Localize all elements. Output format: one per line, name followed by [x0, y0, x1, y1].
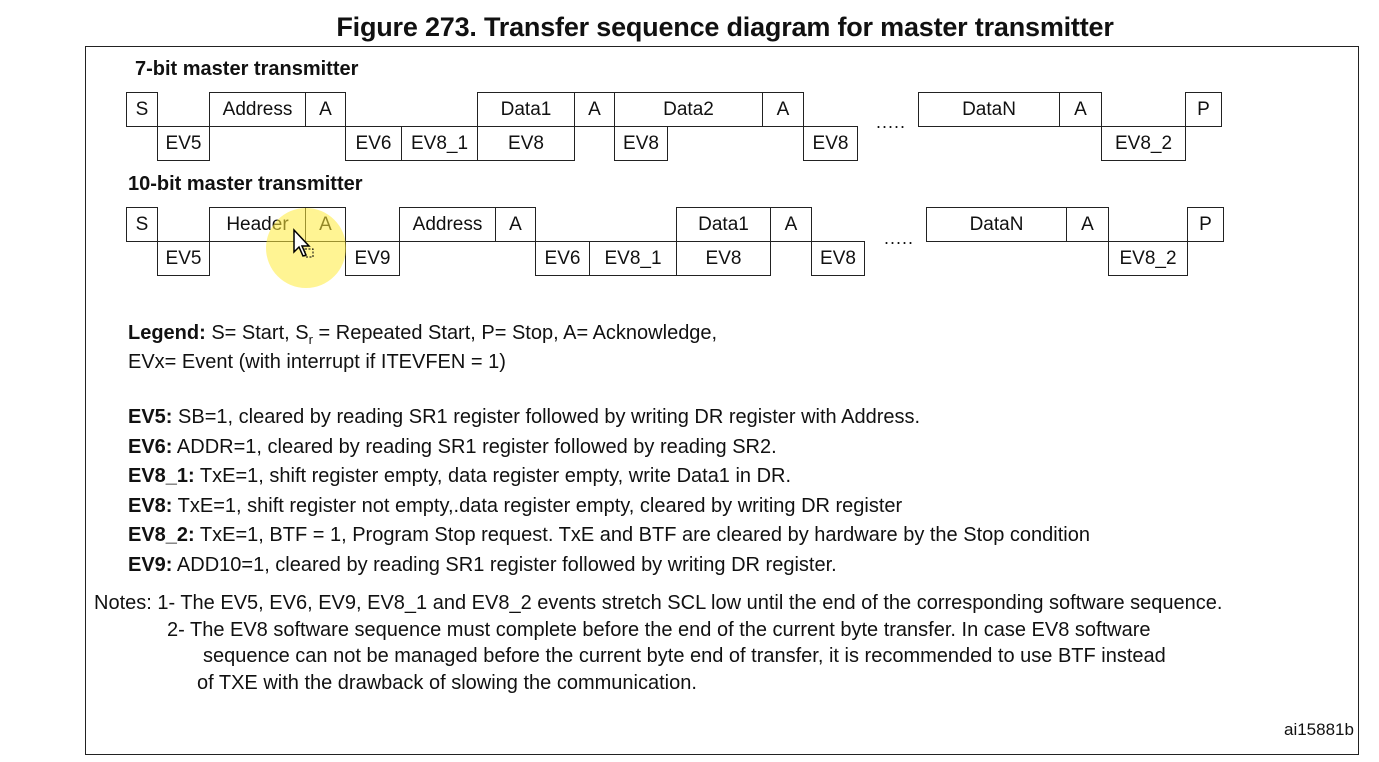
seq10-cell-ack: A — [1066, 207, 1109, 242]
seq10-cell-data1: Data1 — [676, 207, 771, 242]
seq10-cell-ack: A — [770, 207, 812, 242]
seq7-event: EV8_2 — [1101, 126, 1186, 161]
note-2-cont: sequence can not be managed before the c… — [203, 645, 1166, 667]
seq7-cell-datan: DataN — [918, 92, 1060, 127]
event-ev8-2: EV8_2: TxE=1, BTF = 1, Program Stop requ… — [128, 521, 1090, 551]
event-desc: ADDR=1, cleared by reading SR1 register … — [172, 435, 777, 458]
legend-line-1: Legend: S= Start, Sr = Repeated Start, P… — [128, 322, 717, 351]
event-ev9: EV9: ADD10=1, cleared by reading SR1 reg… — [128, 551, 1090, 581]
figure-ref-id: ai15881b — [1284, 720, 1354, 739]
seq7-cell-ack: A — [305, 92, 346, 127]
event-name: EV6: — [128, 435, 173, 458]
mouse-pointer-icon — [293, 228, 314, 258]
seq10-cell-stop: P — [1187, 207, 1224, 242]
cursor-highlight — [266, 208, 346, 288]
legend-text-b: = Repeated Start, P= Stop, A= Acknowledg… — [312, 322, 718, 344]
note-2-cont: of TXE with the drawback of slowing the … — [197, 671, 697, 694]
seq10-cell-start: S — [126, 207, 158, 242]
seq7-event: EV8 — [803, 126, 858, 161]
seq7-cell-address: Address — [209, 92, 306, 127]
seq7-cell-stop: P — [1185, 92, 1222, 127]
seq7-cell-start: S — [126, 92, 158, 127]
seq7-event: EV8 — [614, 126, 668, 161]
seq10-cell-ack: A — [495, 207, 536, 242]
legend-text-a: S= Start, S — [205, 322, 309, 344]
seq10-event: EV9 — [345, 241, 400, 276]
notes: Notes: 1- The EV5, EV6, EV9, EV8_1 and E… — [94, 590, 1222, 696]
event-name: EV5: — [128, 406, 173, 428]
event-desc: TxE=1, shift register not empty,.data re… — [172, 494, 903, 517]
event-ev8: EV8: TxE=1, shift register not empty,.da… — [128, 492, 1090, 522]
legend-line-2: EVx= Event (with interrupt if ITEVFEN = … — [128, 351, 506, 373]
seq10-event: EV5 — [157, 241, 210, 276]
event-desc: ADD10=1, cleared by reading SR1 register… — [172, 553, 837, 576]
seq7-cell-data2: Data2 — [614, 92, 763, 127]
note-1: Notes: 1- The EV5, EV6, EV9, EV8_1 and E… — [94, 592, 1223, 614]
seq7-cell-ack: A — [1059, 92, 1102, 127]
seq10-ellipsis: ..... — [884, 228, 915, 248]
seq10-event: EV8 — [811, 241, 865, 276]
seq10-cell-address: Address — [399, 207, 496, 242]
seq7-ellipsis: ..... — [876, 112, 907, 132]
seq7-event: EV6 — [345, 126, 402, 161]
seq10-event: EV6 — [535, 241, 590, 276]
legend-label: Legend: — [128, 322, 206, 344]
figure-title: Figure 273. Transfer sequence diagram fo… — [336, 12, 1114, 42]
event-list: EV5: SB=1, cleared by reading SR1 regist… — [128, 403, 1090, 581]
seq7-label: 7-bit master transmitter — [135, 58, 359, 80]
seq7-event: EV5 — [157, 126, 210, 161]
seq10-event: EV8 — [676, 241, 771, 276]
event-name: EV8_2: — [128, 524, 195, 547]
seq10-event: EV8_1 — [589, 241, 677, 276]
event-name: EV8: — [128, 494, 173, 517]
event-desc: TxE=1, shift register empty, data regist… — [194, 465, 792, 488]
seq7-event: EV8_1 — [401, 126, 478, 161]
note-2: 2- The EV8 software sequence must comple… — [167, 618, 1151, 641]
event-ev6: EV6: ADDR=1, cleared by reading SR1 regi… — [128, 433, 1090, 463]
legend-sub-r: r — [308, 332, 313, 347]
event-ev5: EV5: SB=1, cleared by reading SR1 regist… — [128, 403, 1090, 433]
seq7-cell-data1: Data1 — [477, 92, 575, 127]
seq7-event: EV8 — [477, 126, 575, 161]
event-name: EV8_1: — [128, 465, 195, 488]
legend: Legend: S= Start, Sr = Repeated Start, P… — [128, 322, 717, 374]
seq10-event: EV8_2 — [1108, 241, 1188, 276]
event-desc: SB=1, cleared by reading SR1 register fo… — [172, 406, 921, 428]
event-desc: TxE=1, BTF = 1, Program Stop request. Tx… — [194, 524, 1090, 547]
seq10-cell-datan: DataN — [926, 207, 1067, 242]
seq7-cell-ack: A — [762, 92, 804, 127]
figure-frame — [85, 46, 1359, 755]
seq10-label: 10-bit master transmitter — [128, 173, 363, 195]
event-ev8-1: EV8_1: TxE=1, shift register empty, data… — [128, 462, 1090, 492]
event-name: EV9: — [128, 553, 173, 576]
